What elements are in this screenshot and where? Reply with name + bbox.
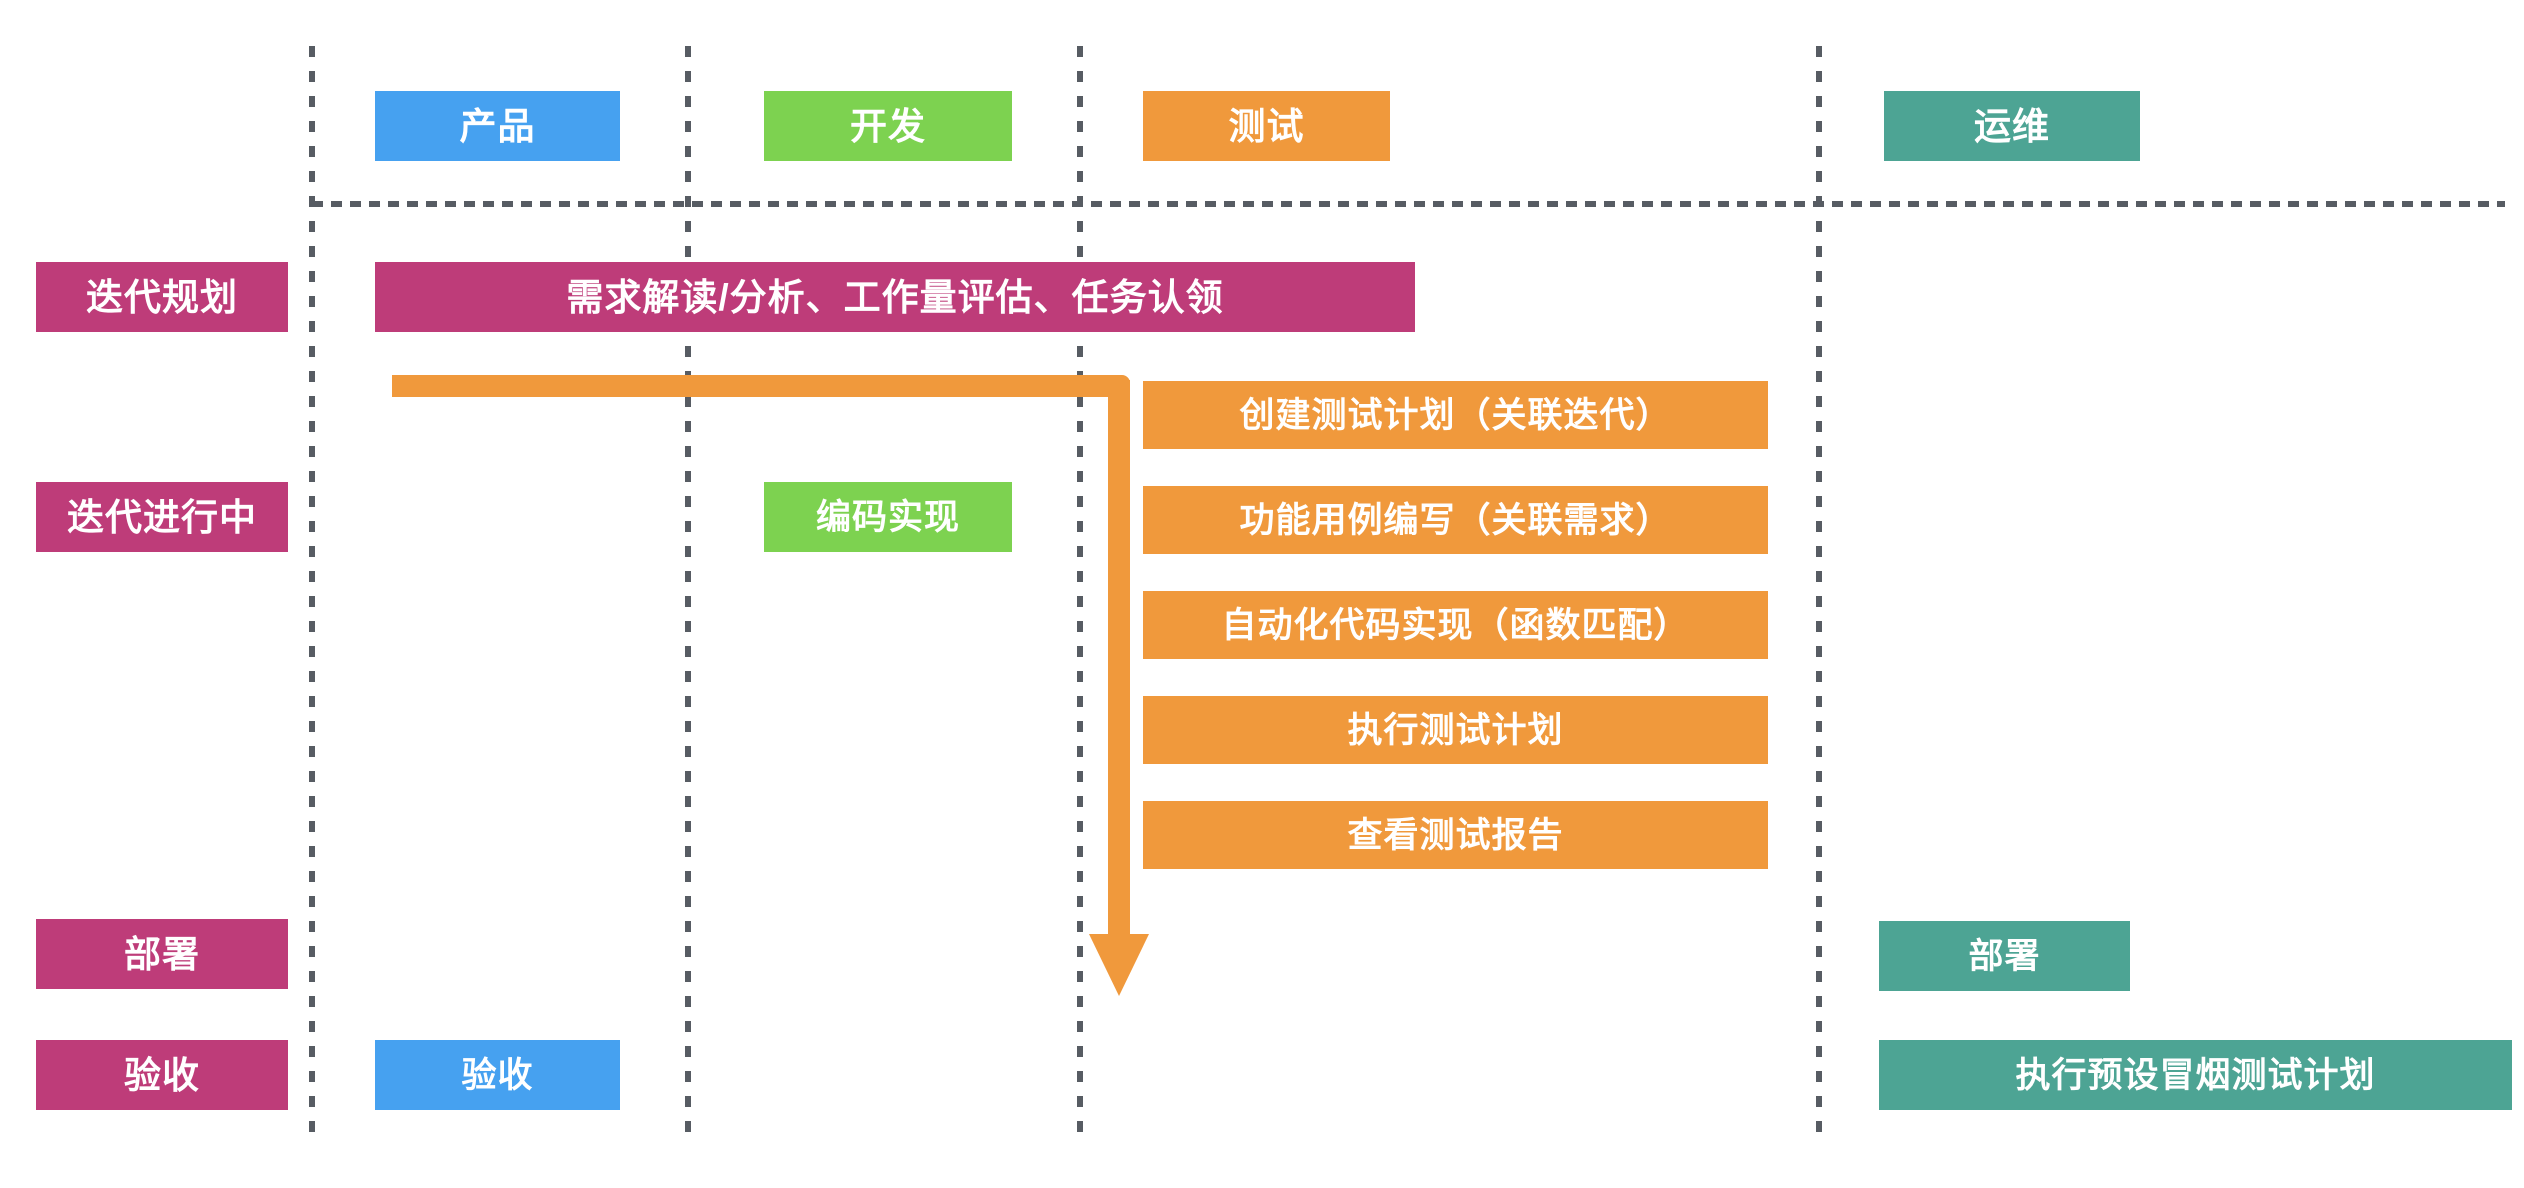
row-label-iteration-planning: 迭代规划 — [36, 262, 288, 332]
flow-arrow-horizontal — [392, 375, 1130, 397]
task-write-functional-cases: 功能用例编写（关联需求） — [1143, 486, 1768, 554]
lane-divider-2 — [685, 46, 691, 1146]
row-label-acceptance: 验收 — [36, 1040, 288, 1110]
task-ops-deploy: 部署 — [1879, 921, 2130, 991]
task-ops-smoke-test: 执行预设冒烟测试计划 — [1879, 1040, 2512, 1110]
column-header-testing: 测试 — [1143, 91, 1390, 161]
column-header-operations: 运维 — [1884, 91, 2140, 161]
flow-arrow-vertical — [1108, 380, 1130, 936]
header-divider — [312, 201, 2505, 207]
flow-arrow-down-head — [1089, 934, 1149, 996]
row-label-deploy: 部署 — [36, 919, 288, 989]
column-header-product: 产品 — [375, 91, 620, 161]
row-label-iteration-in-progress: 迭代进行中 — [36, 482, 288, 552]
column-header-development: 开发 — [764, 91, 1012, 161]
task-automation-code: 自动化代码实现（函数匹配） — [1143, 591, 1768, 659]
lane-divider-3 — [1077, 46, 1083, 1146]
lane-divider-4 — [1816, 46, 1822, 1146]
task-product-acceptance: 验收 — [375, 1040, 620, 1110]
task-view-test-report: 查看测试报告 — [1143, 801, 1768, 869]
lane-divider-1 — [309, 46, 315, 1146]
task-create-test-plan: 创建测试计划（关联迭代） — [1143, 381, 1768, 449]
task-requirement-planning-bar: 需求解读/分析、工作量评估、任务认领 — [375, 262, 1415, 332]
task-coding: 编码实现 — [764, 482, 1012, 552]
task-execute-test-plan: 执行测试计划 — [1143, 696, 1768, 764]
